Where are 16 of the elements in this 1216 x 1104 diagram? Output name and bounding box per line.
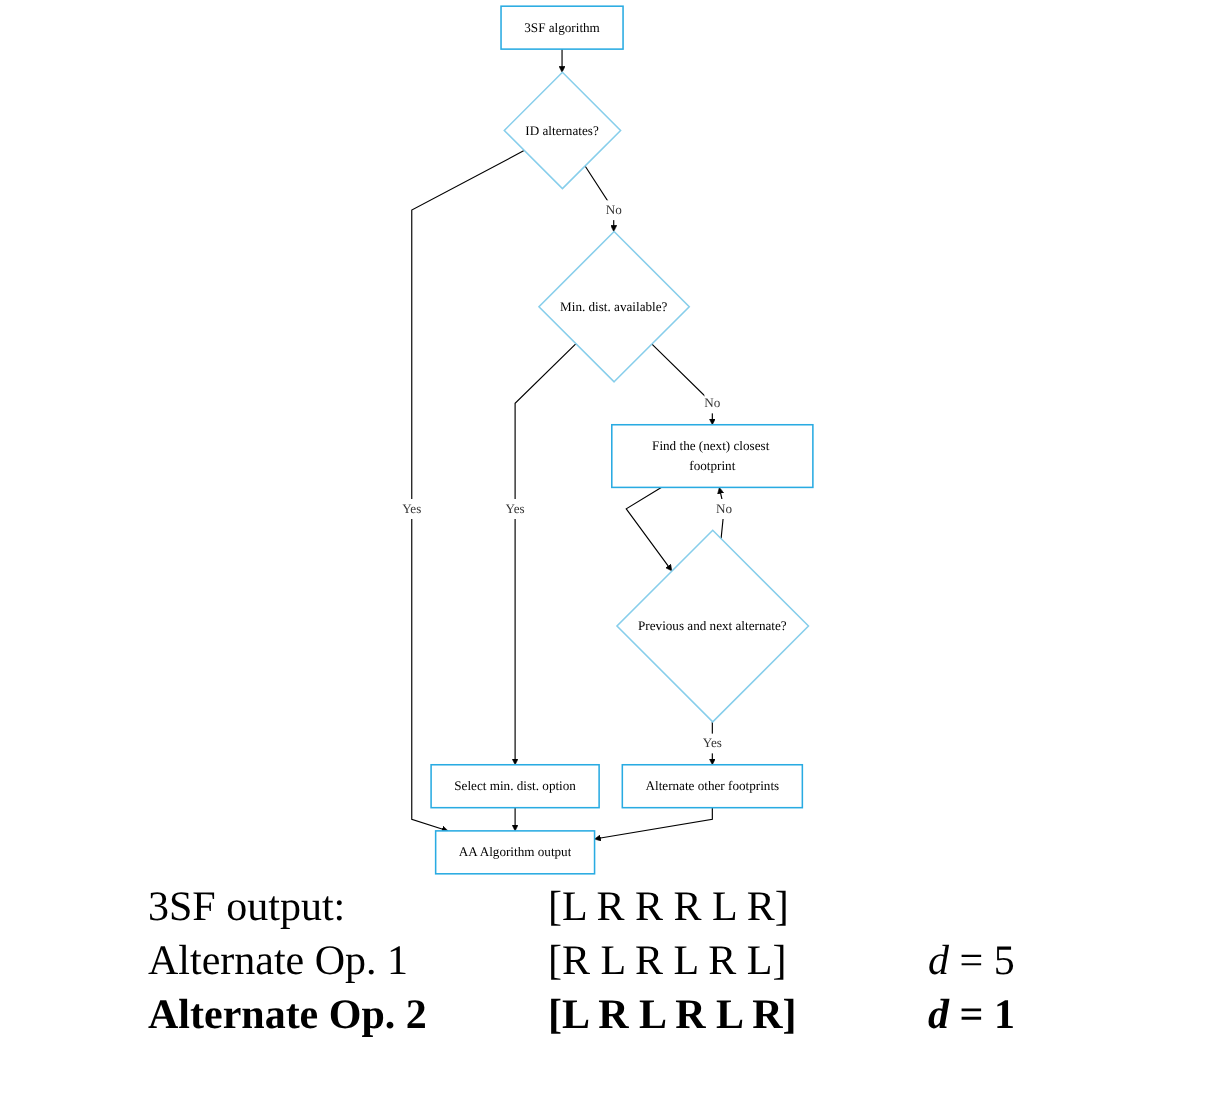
table-text: d = 5 [928,934,1017,988]
table-text: Alternate Op. 2 [148,988,429,1042]
arrow [651,343,717,426]
arrow [512,807,519,832]
table-text: [L R R R L R] [548,880,791,934]
table-text: d = 1 [928,988,1017,1042]
arrow [559,48,566,73]
table-text: 3SF output: [148,880,348,934]
table-text: [L R L R L R] [548,988,799,1042]
arrow [512,343,577,766]
table-text: Alternate Op. 1 [148,934,411,988]
arrow [584,165,618,232]
arrow [594,807,714,842]
arrow [625,486,673,572]
table-text: [R L R L R L] [548,934,789,988]
arrow [411,150,526,833]
